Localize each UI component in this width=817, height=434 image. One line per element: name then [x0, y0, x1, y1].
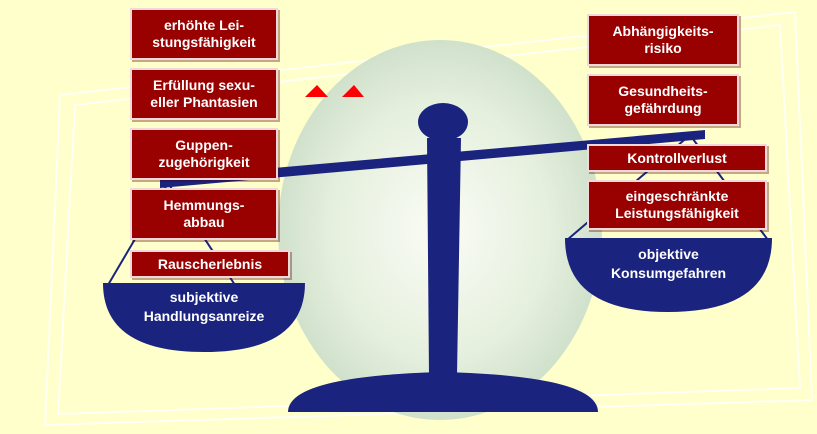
right-box-kontrollverlust: Kontrollverlust — [587, 144, 767, 172]
right-box-gesundheitsgefaehrdung: Gesundheits- gefährdung — [587, 74, 739, 126]
left-box-erhoehte-leistungsfaehigkeit: erhöhte Lei- stungsfähigkeit — [130, 8, 278, 60]
left-box-rauscherlebnis: Rauscherlebnis — [130, 250, 290, 278]
scale-base — [288, 372, 598, 412]
left-box-hemmungsabbau: Hemmungs- abbau — [130, 188, 278, 240]
right-box-abhaengigkeitsrisiko: Abhängigkeits- risiko — [587, 14, 739, 66]
right-pan-label: objektive Konsumgefahren — [565, 245, 772, 283]
scale-knob — [418, 103, 468, 141]
scale-pillar — [427, 138, 461, 375]
left-triangle-marker — [305, 85, 328, 97]
left-box-erfuellung-phantasien: Erfüllung sexu- eller Phantasien — [130, 68, 278, 120]
left-box-gruppenzugehoerigkeit: Guppen- zugehörigkeit — [130, 128, 278, 180]
right-box-eingeschraenkte-leistungsfaehigkeit: eingeschränkte Leistungsfähigkeit — [587, 180, 767, 230]
left-pan-label: subjektive Handlungsanreize — [103, 288, 305, 326]
